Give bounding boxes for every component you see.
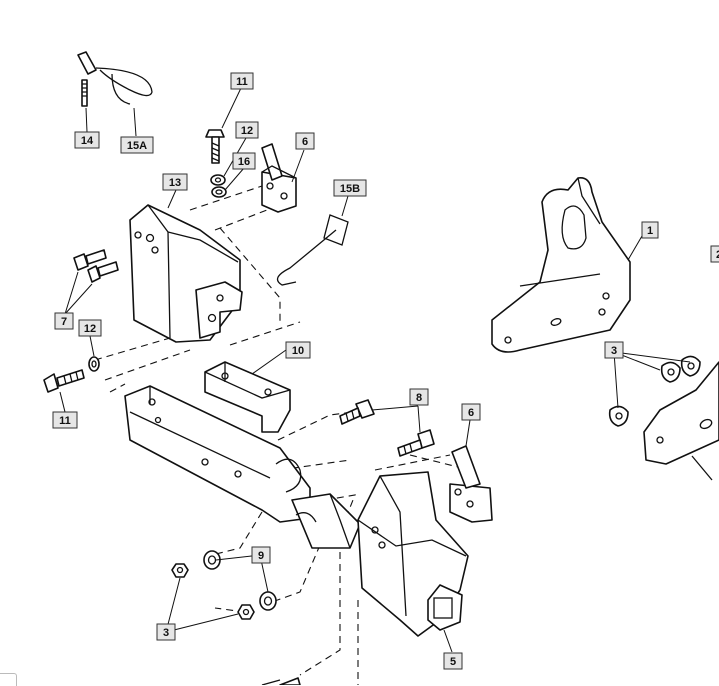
callout-12-top: 12	[235, 121, 259, 139]
tube-section	[291, 493, 361, 549]
washer-12-left	[88, 356, 100, 372]
svg-text:5: 5	[450, 656, 456, 668]
callout-8: 8	[409, 388, 429, 406]
callout-5: 5	[443, 652, 463, 670]
bolts-8	[339, 399, 435, 457]
svg-text:8: 8	[416, 392, 422, 404]
svg-text:6: 6	[468, 407, 474, 419]
bolt-partial-bottom	[261, 677, 301, 685]
svg-text:3: 3	[611, 345, 617, 357]
callout-3-bottom: 3	[156, 623, 176, 641]
callout-14: 14	[74, 131, 100, 149]
side-plate-2-partial	[643, 361, 719, 481]
svg-text:2: 2	[716, 249, 719, 261]
svg-text:12: 12	[241, 125, 253, 137]
svg-text:15A: 15A	[127, 140, 147, 152]
washer-16	[210, 174, 227, 198]
bracket-6-mid	[449, 445, 493, 523]
receiver-bracket-5	[357, 471, 469, 637]
callout-11-top: 11	[230, 72, 254, 90]
bracket-6-top	[261, 143, 297, 213]
svg-text:6: 6	[302, 136, 308, 148]
bolts-7	[73, 249, 119, 283]
svg-text:9: 9	[258, 550, 264, 562]
svg-text:3: 3	[163, 627, 169, 639]
callout-10: 10	[285, 341, 311, 359]
svg-text:13: 13	[169, 177, 181, 189]
callout-6-mid: 6	[461, 403, 481, 421]
callout-2-partial: 2	[710, 245, 719, 263]
main-channel	[124, 385, 311, 523]
callout-9: 9	[251, 546, 271, 564]
svg-text:11: 11	[236, 76, 248, 88]
callout-15a: 15A	[120, 136, 154, 154]
hitch-pin-15a	[77, 51, 153, 107]
svg-text:7: 7	[61, 316, 67, 328]
callout-7: 7	[54, 312, 74, 330]
callout-6-top: 6	[295, 132, 315, 150]
svg-text:14: 14	[81, 135, 94, 147]
weight-bracket-13	[129, 204, 243, 343]
svg-text:12: 12	[84, 323, 96, 335]
callout-13: 13	[162, 173, 188, 191]
callout-1: 1	[641, 221, 659, 239]
bolt-11-top	[205, 129, 225, 164]
spacers-9	[203, 550, 277, 611]
callout-12-left: 12	[78, 319, 102, 337]
svg-text:15B: 15B	[340, 183, 360, 195]
callout-16: 16	[232, 152, 256, 170]
callout-11-left: 11	[52, 411, 78, 429]
svg-text:11: 11	[59, 415, 71, 427]
nuts-3-bottom	[171, 563, 255, 620]
corner-tab[interactable]	[0, 673, 17, 686]
spring-clip-15b	[276, 214, 349, 286]
svg-text:1: 1	[647, 225, 653, 237]
plate-10	[204, 361, 291, 433]
svg-text:10: 10	[292, 345, 304, 357]
side-plate-1	[491, 176, 631, 353]
callout-15b: 15B	[333, 179, 367, 197]
svg-text:16: 16	[238, 156, 250, 168]
bolt-11-left	[43, 369, 85, 393]
callout-3-right: 3	[604, 341, 624, 359]
